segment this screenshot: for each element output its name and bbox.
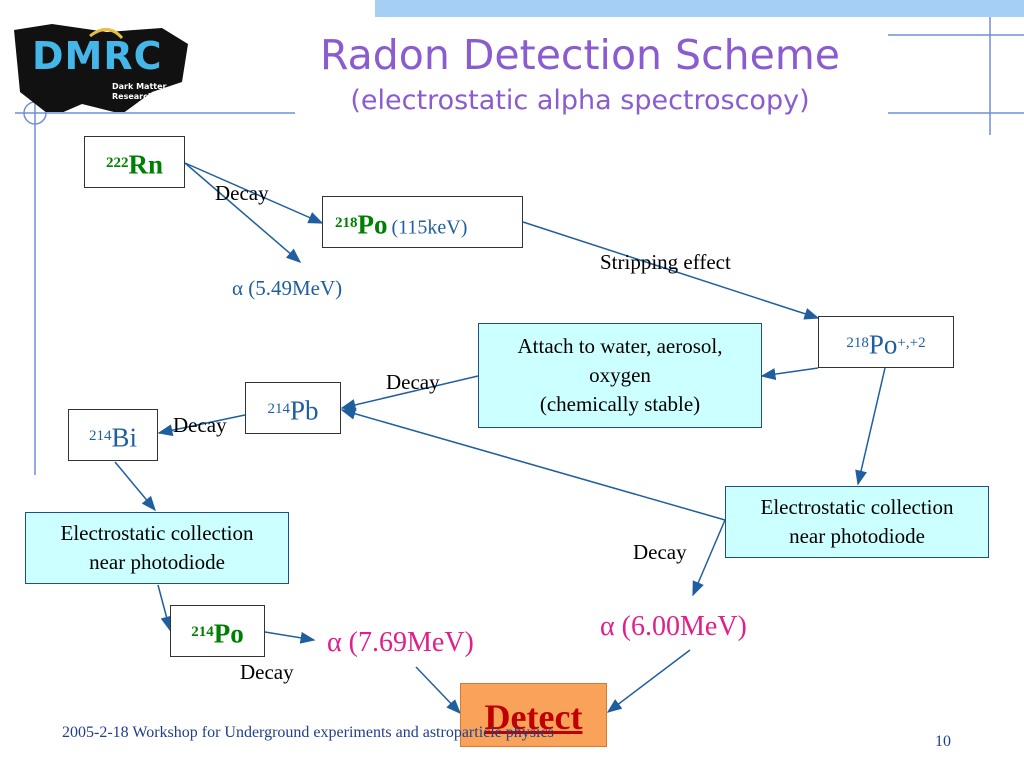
slide-subtitle: (electrostatic alpha spectroscopy) — [350, 85, 810, 116]
label-decay-po214: Decay — [240, 660, 294, 684]
po218-mass: 218 — [335, 215, 358, 231]
node-bi214: 214Bi — [68, 409, 158, 461]
bi214-mass: 214 — [88, 428, 112, 444]
arrow-collect-to-pb — [340, 407, 726, 521]
po218-ion-mass: 218 — [846, 335, 869, 351]
arrow-alpha769-to-detect — [415, 666, 462, 715]
arrow-po218-to-ion — [522, 221, 820, 320]
arrow-ion-to-attach — [760, 367, 819, 381]
collect-right-line2: near photodiode — [789, 524, 925, 548]
top-accent-bar — [375, 0, 1024, 17]
label-stripping: Stripping effect — [600, 250, 731, 274]
label-alpha-769: α (7.69MeV) — [327, 627, 474, 658]
logo-main-text: DMRC — [32, 34, 163, 78]
arrow-collect-to-po214 — [157, 584, 173, 632]
arrow-bi-to-collect — [114, 461, 156, 512]
detect-label: Detect — [484, 697, 583, 737]
collect-right-box: Electrostatic collection near photodiode — [725, 486, 989, 558]
node-pb214: 214Pb — [245, 382, 341, 434]
pb214-mass: 214 — [267, 401, 290, 417]
arrow-ion-to-collect — [855, 367, 886, 486]
arrow-attach-to-pb — [340, 375, 479, 411]
label-decay-attach: Decay — [386, 370, 440, 394]
po214-symbol: Po — [213, 618, 244, 649]
page-number: 10 — [935, 733, 951, 750]
collect-right-line1: Electrostatic collection — [760, 495, 954, 519]
footer-text: 2005-2-18 Workshop for Underground exper… — [62, 724, 554, 741]
label-decay-pb: Decay — [173, 413, 227, 437]
po218-ion-charge: +,+2 — [897, 335, 926, 351]
rn222-mass: 222 — [105, 155, 129, 171]
node-po214: 214Po — [170, 605, 265, 657]
logo-sub-line2: Research Center — [112, 92, 187, 101]
collect-left-line2: near photodiode — [89, 550, 225, 574]
node-rn222: 222Rn — [84, 136, 185, 188]
collect-left-line1: Electrostatic collection — [60, 521, 254, 545]
detect-box: Detect — [460, 683, 607, 747]
po218-symbol: Po — [357, 209, 388, 240]
node-po218: 218Po (115keV) — [322, 196, 523, 248]
pb214-symbol: Pb — [289, 395, 319, 426]
po214-mass: 214 — [191, 624, 214, 640]
dmrc-logo: DMRC Dark Matter Research Center — [12, 22, 197, 117]
arrow-rn-to-po218 — [184, 162, 324, 224]
node-po218-ion: 218Po+,+2 — [818, 316, 954, 368]
slide-title: Radon Detection Scheme — [320, 31, 840, 79]
attach-box: Attach to water, aerosol, oxygen (chemic… — [478, 323, 762, 428]
po218-energy: (115keV) — [391, 216, 468, 239]
collect-left-box: Electrostatic collection near photodiode — [25, 512, 289, 584]
po218-ion-symbol: Po — [868, 329, 898, 360]
bi214-symbol: Bi — [111, 422, 137, 453]
arrow-collect-to-alpha600 — [692, 519, 726, 597]
label-alpha-600: α (6.00MeV) — [600, 611, 747, 642]
arrow-pb-to-bi — [157, 414, 246, 437]
logo-sub-line1: Dark Matter — [112, 82, 167, 91]
arrow-po214-to-alpha769 — [264, 631, 316, 644]
attach-line3: (chemically stable) — [539, 392, 701, 416]
label-alpha-549: α (5.49MeV) — [232, 276, 343, 300]
arrow-alpha600-to-detect — [606, 649, 691, 713]
attach-line1: Attach to water, aerosol, — [517, 334, 723, 358]
label-decay-rn: Decay — [215, 181, 269, 205]
arrow-rn-to-alpha549 — [184, 162, 302, 263]
rn222-symbol: Rn — [128, 149, 163, 180]
attach-line2: oxygen — [589, 363, 651, 387]
label-decay-right: Decay — [633, 540, 687, 564]
